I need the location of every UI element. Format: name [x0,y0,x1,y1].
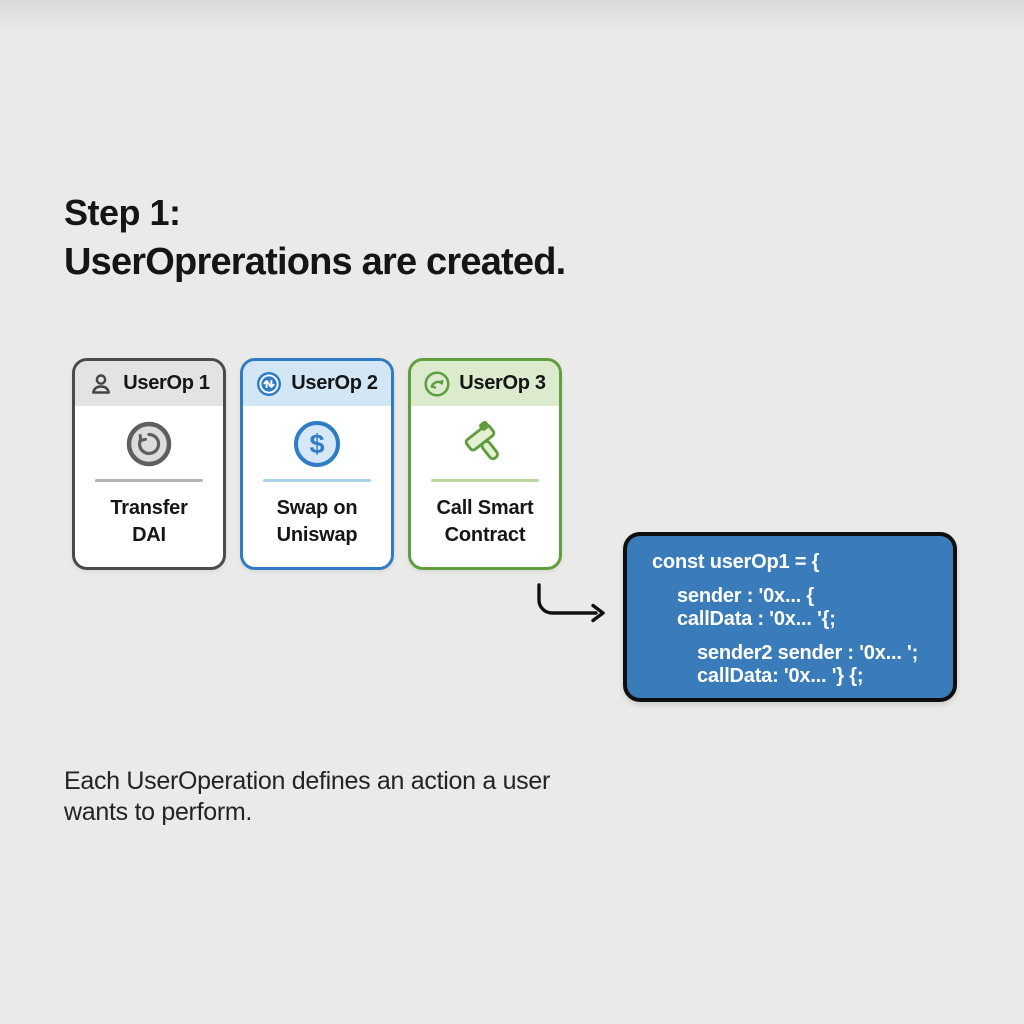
gavel-icon [464,421,499,461]
userop-card-1-header: UserOp 1 [75,361,223,406]
userop-card-1-action: Transfer DAI [110,495,188,549]
userop-card-3: UserOp 3 Call Smart Contract [408,358,562,570]
dollar-glyph: $ [309,428,325,459]
elbow-arrow [537,583,605,623]
userop-card-2-header: UserOp 2 [243,361,391,406]
caption: Each UserOperation defines an action a u… [64,767,551,826]
code-line: const userOp1 = { [652,551,820,573]
userop-card-2: UserOp 2 $ Swap on Uniswap [240,358,394,570]
dollar-coin-icon: $ [294,421,340,467]
userop-card-1: UserOp 1 Transfer DAI [72,358,226,570]
action-line: Uniswap [276,524,358,546]
userop-card-3-action: Call Smart Contract [437,495,534,549]
sync-arrow-icon [424,370,450,397]
action-line: Swap on [276,497,358,519]
code-line: sender2 sender : '0x... '; [697,642,919,664]
code-line: callData : '0x... '{; [677,608,836,630]
userop-card-2-label: UserOp 2 [291,372,378,394]
code-block: const userOp1 = { sender : '0x... { call… [623,532,957,702]
userop-card-3-header: UserOp 3 [411,361,559,406]
step-title-line1: Step 1: [64,192,181,233]
step-title: Step 1: UserOprerations are created. [64,188,566,287]
action-line: Transfer [110,497,188,519]
userop-card-2-action: Swap on Uniswap [277,495,358,549]
action-line: Call Smart [436,497,534,519]
action-line: Contract [444,524,526,546]
swap-arrows-icon [257,371,282,396]
action-line: DAI [132,524,166,546]
userop-card-1-label: UserOp 1 [123,372,210,394]
code-line: sender : '0x... { [677,585,814,607]
userop-card-3-label: UserOp 3 [459,372,546,394]
code-line: callData: '0x... '} {; [697,665,864,687]
user-icon [92,373,111,394]
card-divider [263,479,371,482]
card-divider [431,479,539,482]
refresh-coin-icon [126,421,172,467]
step-title-line2: UserOprerations are created. [64,241,566,283]
card-divider [95,479,203,482]
